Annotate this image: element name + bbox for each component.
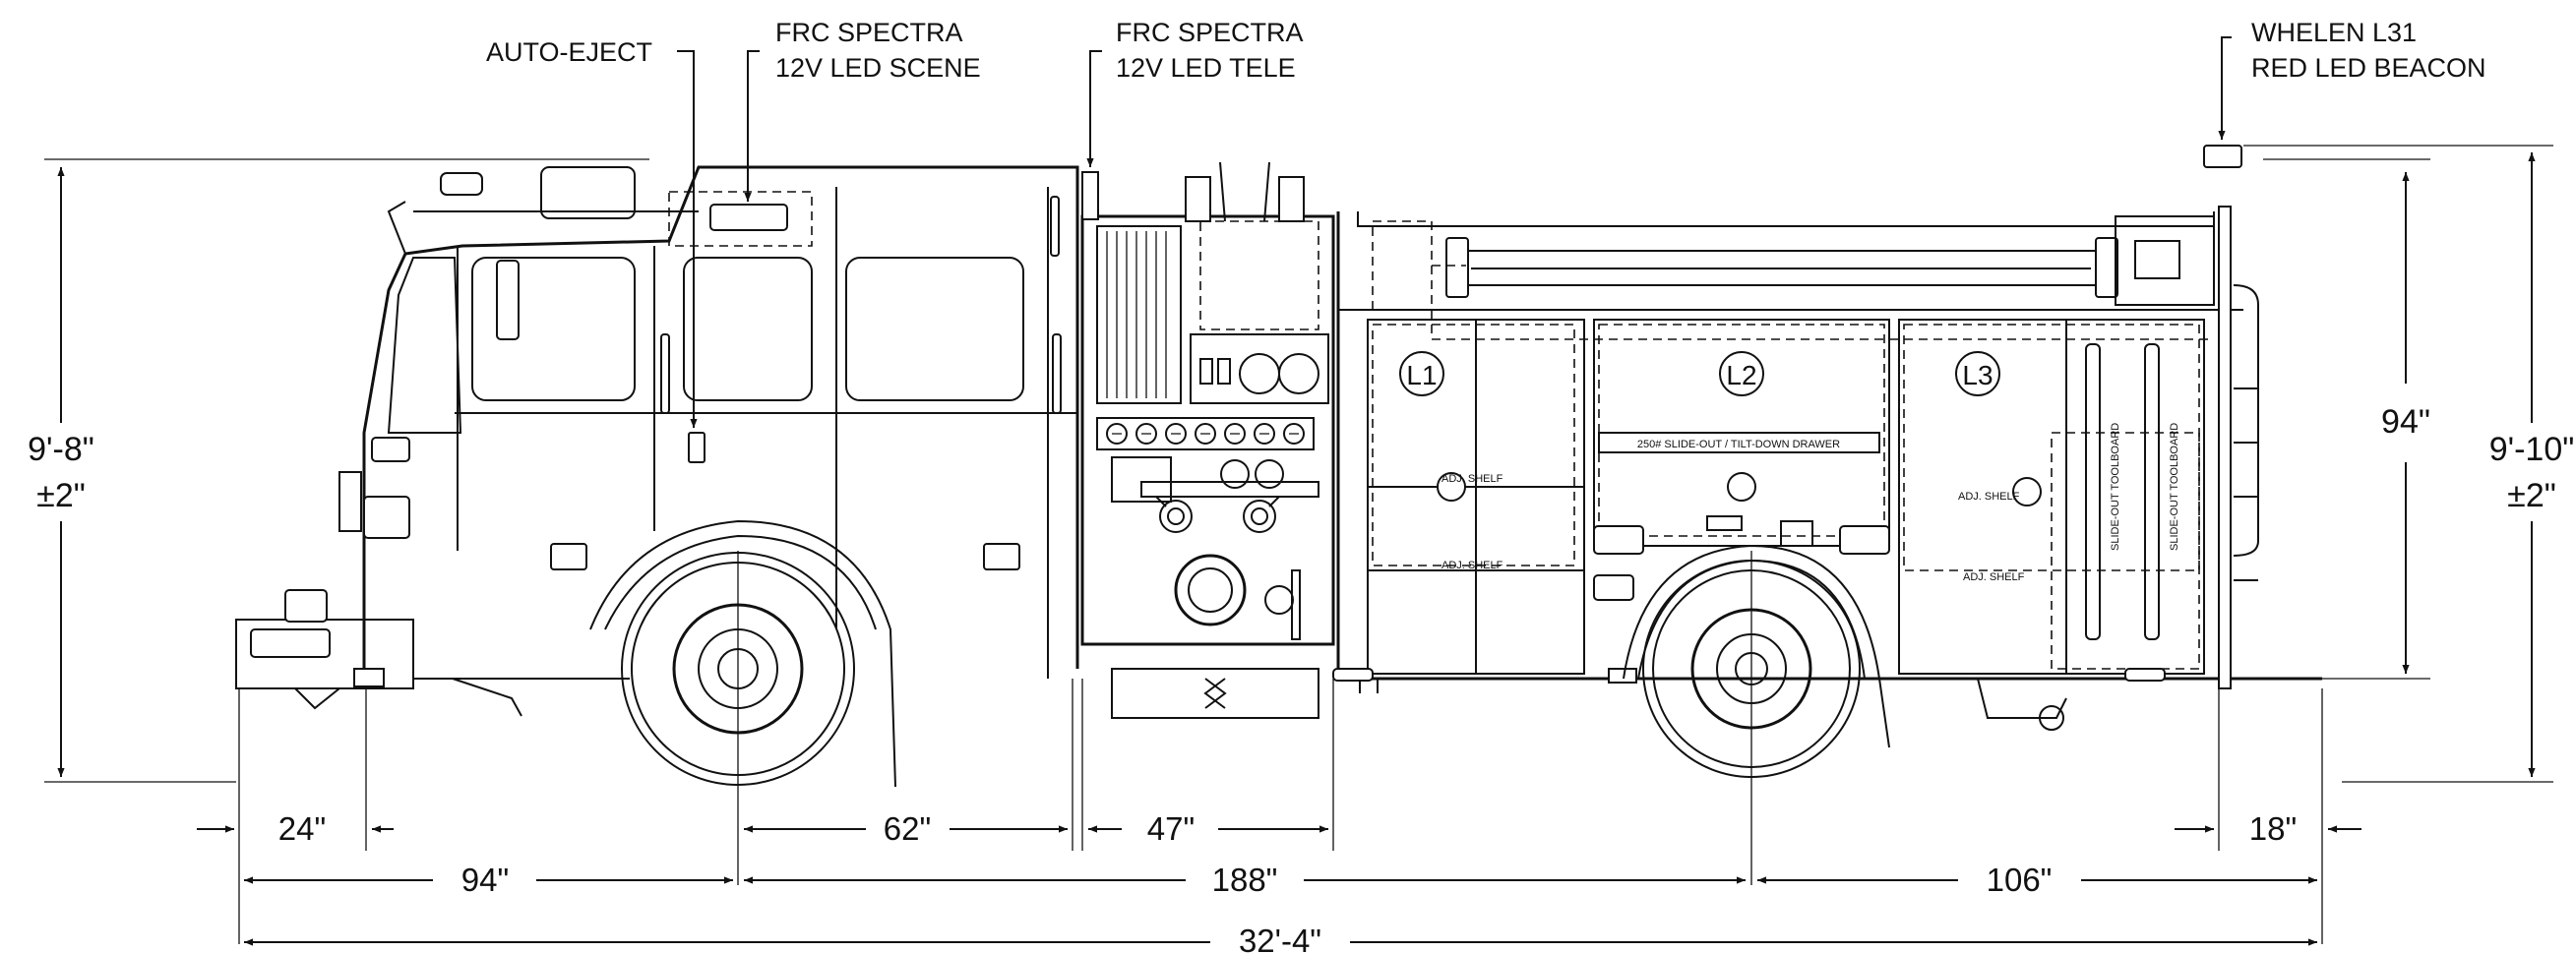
- dim-cab-height-2: ±2": [36, 477, 86, 514]
- auto-eject-receptacle: [688, 432, 705, 463]
- label-scene-light-2: 12V LED SCENE: [775, 53, 981, 83]
- label-drawer: 250# SLIDE-OUT / TILT-DOWN DRAWER: [1637, 439, 1840, 450]
- dim-wheelbase: 188": [1212, 862, 1278, 898]
- label-l1: L1: [1406, 360, 1437, 390]
- dim-pump-width: 47": [1147, 810, 1195, 847]
- dim-bumper-to-axle: 94": [461, 862, 509, 898]
- front-wheel: [589, 519, 896, 788]
- label-adj-shelf-3: ADJ. SHELF: [1958, 491, 2020, 503]
- label-adj-shelf-4: ADJ. SHELF: [1963, 571, 2025, 583]
- headlight: [371, 437, 410, 462]
- window-driver: [471, 257, 636, 401]
- front-light: [363, 496, 410, 539]
- callout-labels: AUTO-EJECT FRC SPECTRA 12V LED SCENE FRC…: [486, 18, 2486, 83]
- dim-body-height: 94": [2381, 403, 2430, 441]
- label-beacon-1: WHELEN L31: [2251, 18, 2417, 47]
- cab: [235, 165, 1079, 717]
- scene-light: [709, 204, 788, 231]
- dim-overall-height-1: 9'-10": [2489, 431, 2575, 468]
- dim-overall-height-2: ±2": [2507, 477, 2556, 514]
- label-l3: L3: [1962, 360, 1993, 390]
- label-adj-shelf-2: ADJ. SHELF: [1441, 560, 1503, 571]
- dim-rear-overhang: 106": [1987, 862, 2053, 898]
- label-scene-light-1: FRC SPECTRA: [775, 18, 963, 47]
- label-toolboard-2: SLIDE-OUT TOOLBOARD: [2169, 423, 2180, 551]
- dimension-lines: [44, 145, 2553, 946]
- label-toolboard-1: SLIDE-OUT TOOLBOARD: [2110, 423, 2121, 551]
- label-auto-eject: AUTO-EJECT: [486, 37, 652, 67]
- callout-leaders: [677, 36, 2232, 428]
- label-adj-shelf-1: ADJ. SHELF: [1441, 473, 1503, 485]
- label-tele-light-1: FRC SPECTRA: [1116, 18, 1304, 47]
- label-tele-light-2: 12V LED TELE: [1116, 53, 1296, 83]
- window-crew-1: [683, 257, 813, 401]
- dim-axle-to-pump: 62": [884, 810, 931, 847]
- roof-light: [440, 172, 483, 196]
- compartment-labels: L1 L2 L3 250# SLIDE-OUT / TILT-DOWN DRAW…: [1406, 360, 2180, 583]
- whelen-beacon: [2203, 145, 2242, 168]
- label-l2: L2: [1726, 360, 1756, 390]
- roof-ac-unit: [540, 166, 636, 219]
- pump-vent: [1096, 225, 1182, 404]
- window-crew-2: [845, 257, 1024, 401]
- pump-panel: [1080, 161, 1335, 719]
- dim-overall-length: 32'-4": [1239, 923, 1321, 953]
- dimension-labels: 9'-8" ±2" 94" 9'-10" ±2" 24" 62" 47" 18"…: [28, 403, 2574, 953]
- label-beacon-2: RED LED BEACON: [2251, 53, 2486, 83]
- dim-beacon-overhang: 18": [2249, 810, 2297, 847]
- dim-cab-height-1: 9'-8": [28, 431, 94, 468]
- grille: [338, 471, 362, 532]
- dim-front-overhang: 24": [278, 810, 326, 847]
- apparatus-body: [1332, 145, 2322, 748]
